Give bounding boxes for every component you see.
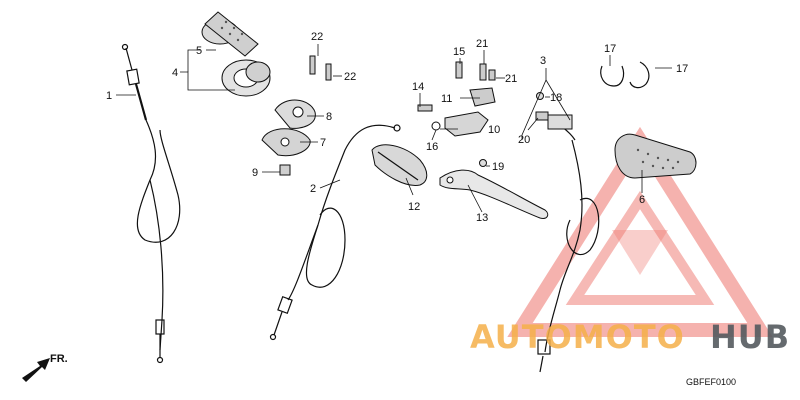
watermark-text: AUTOMOTO HUB — [470, 318, 790, 356]
callout-14: 14 — [412, 81, 424, 93]
callout-16: 16 — [426, 141, 438, 153]
callout-5: 5 — [196, 45, 202, 57]
cable-3 — [537, 114, 600, 373]
callouts: 1 2 3 4 5 6 7 8 9 10 11 12 13 14 15 16 1… — [106, 31, 688, 224]
callout-15: 15 — [453, 46, 465, 58]
lever-cover — [371, 144, 428, 186]
callout-19: 19 — [492, 161, 504, 173]
throttle-grip-assembly — [201, 11, 271, 97]
callout-12: 12 — [408, 201, 420, 213]
leader-lines — [116, 44, 672, 213]
callout-11: 11 — [441, 93, 452, 105]
throttle-cable-1 — [121, 43, 181, 364]
callout-18: 18 — [550, 92, 562, 104]
cable-2 — [269, 124, 401, 341]
callout-17a: 17 — [604, 43, 616, 55]
callout-13: 13 — [476, 212, 488, 224]
callout-1: 1 — [106, 90, 112, 102]
callout-22b: 22 — [344, 71, 356, 83]
bolts-22 — [309, 55, 332, 81]
callout-20: 20 — [518, 134, 530, 146]
watermark-text-part2: HUB — [710, 318, 790, 356]
watermark-logo — [507, 126, 773, 337]
front-arrow-label: FR. — [50, 353, 68, 365]
front-arrow: FR. — [22, 353, 68, 382]
watermark-text-part1: AUTOMOTO — [470, 318, 685, 356]
callout-4: 4 — [172, 67, 178, 79]
callout-17b: 17 — [676, 63, 688, 75]
callout-3: 3 — [540, 55, 546, 67]
callout-8: 8 — [326, 111, 332, 123]
callout-9: 9 — [252, 167, 258, 179]
callout-6: 6 — [639, 194, 645, 206]
callout-22a: 22 — [311, 31, 323, 43]
brake-lever — [439, 169, 549, 219]
callout-10: 10 — [488, 124, 500, 136]
lever-bracket — [417, 61, 496, 137]
callout-7: 7 — [320, 137, 326, 149]
callout-21b: 21 — [505, 73, 517, 85]
grip-6 — [614, 133, 697, 179]
callout-2: 2 — [310, 183, 316, 195]
clips-17 — [600, 61, 650, 89]
diagram-code: GBFEF0100 — [686, 377, 736, 387]
throttle-housing — [261, 99, 316, 176]
callout-21a: 21 — [476, 38, 488, 50]
